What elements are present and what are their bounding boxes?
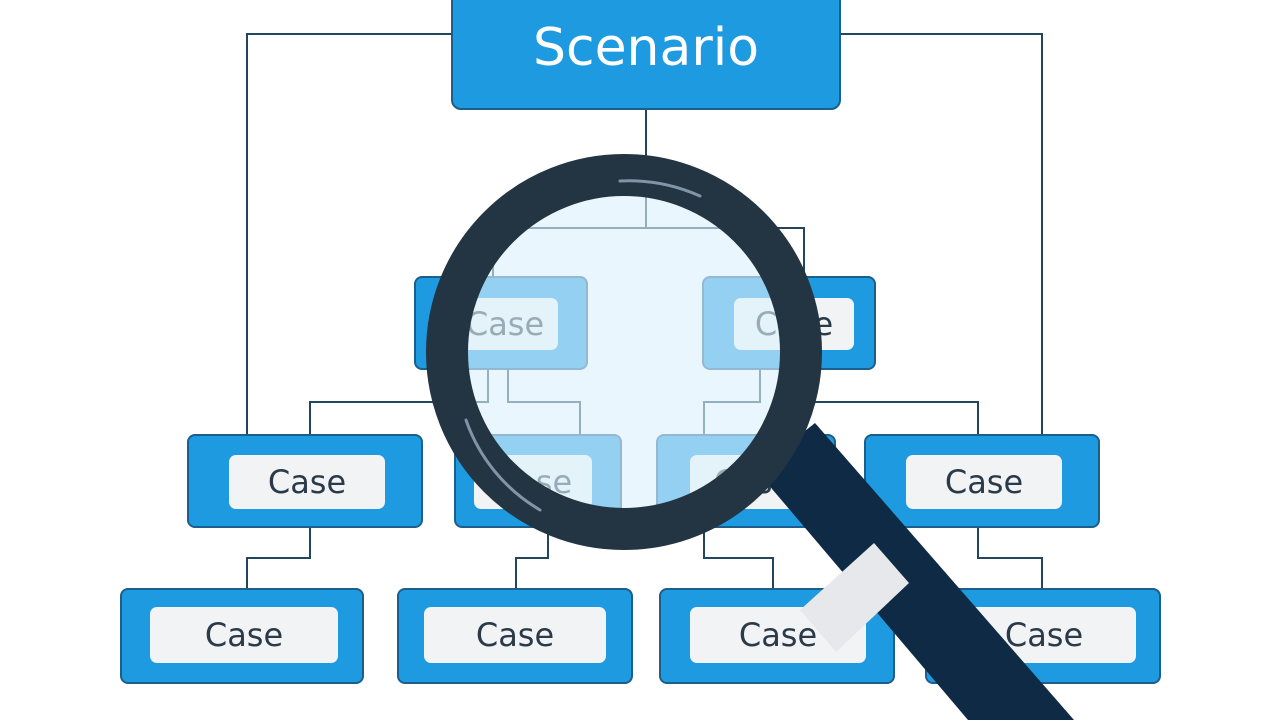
connector-l2d-l3d xyxy=(977,528,1043,588)
case-label: Case xyxy=(474,455,592,509)
case-label: Case xyxy=(452,298,558,350)
connector-root-level1 xyxy=(492,227,805,276)
case-label: Case xyxy=(734,298,854,350)
connector-l1a-l2b xyxy=(507,370,581,434)
case-label: Case xyxy=(952,607,1136,663)
connector-l1b-l2d xyxy=(799,370,979,434)
case-label: Case xyxy=(690,455,816,509)
connector-l2a-l3a xyxy=(246,528,311,588)
scenario-node: Scenario xyxy=(451,0,841,110)
connector-root-left xyxy=(246,33,451,434)
case-label: Case xyxy=(906,455,1062,509)
connector-l1b-l2c xyxy=(703,370,761,434)
case-label: Case xyxy=(424,607,606,663)
case-label: Case xyxy=(690,607,866,663)
case-label: Case xyxy=(229,455,385,509)
case-label: Case xyxy=(150,607,338,663)
scenario-label: Scenario xyxy=(532,18,760,78)
connector-root-right xyxy=(841,33,1043,434)
connector-l2b-l3b xyxy=(515,528,549,588)
connector-l1a-l2a xyxy=(309,370,489,434)
connector-l2c-l3c xyxy=(703,528,774,588)
